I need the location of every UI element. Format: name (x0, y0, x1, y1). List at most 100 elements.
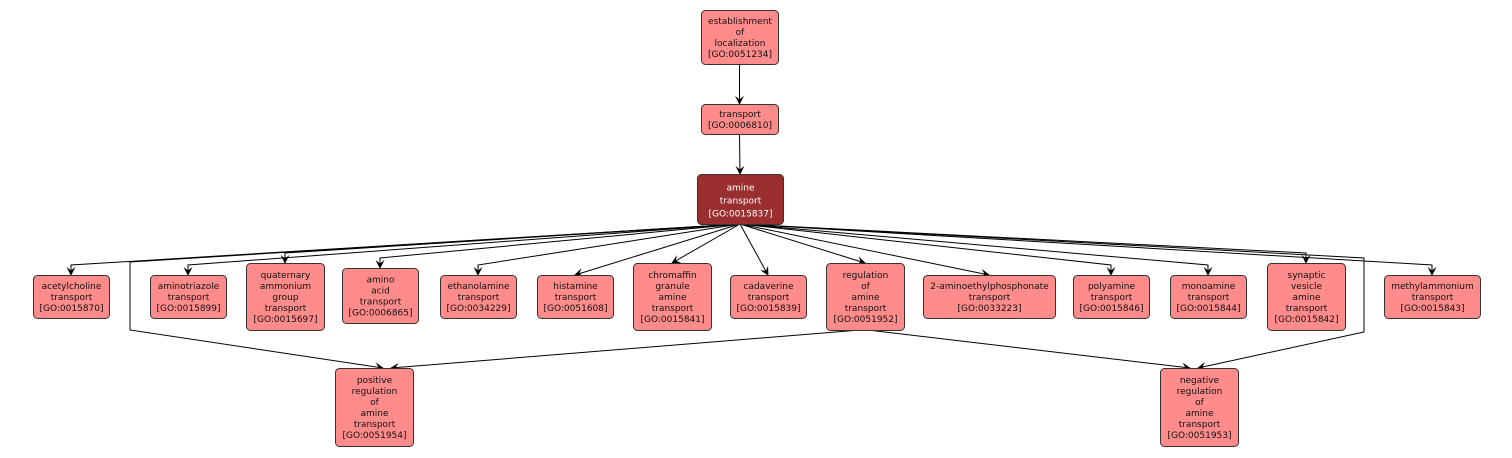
edge-GO0015837-to-GO0033223 (739, 223, 990, 278)
edge-GO0015837-to-GO0015844 (739, 223, 1213, 276)
node-box (701, 10, 779, 65)
node-go-id: [GO:0015839] (736, 304, 800, 314)
node-label-line: transport (458, 293, 500, 303)
node-label-line: negative (1180, 376, 1220, 386)
node-label-line: amine (1292, 293, 1320, 303)
node-label-line: transport (720, 197, 762, 207)
node-label-line: transport (1286, 304, 1328, 314)
edges-layer (66, 64, 1437, 372)
go-node-go0051954[interactable]: positiveregulationofaminetransport[GO:00… (335, 368, 414, 447)
node-label-line: transport (719, 110, 761, 120)
go-node-go0015697[interactable]: quaternaryammoniumgrouptransport[GO:0015… (246, 263, 325, 331)
node-label-line: methylammonium (1391, 282, 1474, 292)
node-label-line: regulation (843, 271, 889, 281)
node-label-line: ammonium (260, 282, 311, 292)
node-label-line: transport (1179, 420, 1221, 430)
node-label-line: transport (51, 293, 93, 303)
node-go-id: [GO:0015697] (253, 315, 317, 325)
node-box (826, 263, 905, 331)
node-label-line: transport (555, 293, 597, 303)
go-node-go0015842[interactable]: synapticvesicleaminetransport[GO:0015842… (1267, 263, 1346, 331)
node-label-line: amine (726, 184, 754, 194)
node-label-line: transport (354, 420, 396, 430)
node-box (440, 275, 517, 319)
go-node-go0033223[interactable]: 2-aminoethylphosphonatetransport[GO:0033… (923, 275, 1056, 319)
node-label-line: monoamine (1182, 282, 1236, 292)
node-label-line: ethanolamine (447, 282, 509, 292)
edge-GO0015837-to-GO0015841 (671, 223, 741, 264)
node-label-line: aminotriazole (158, 282, 220, 292)
node-label-line: polyamine (1088, 282, 1136, 292)
node-label-line: granule (655, 282, 690, 292)
node-box (342, 268, 419, 324)
node-label-line: 2-aminoethylphosphonate (930, 282, 1049, 292)
go-node-go0015841[interactable]: chromaffingranuleaminetransport[GO:00158… (633, 263, 712, 331)
node-label-line: transport (1188, 293, 1230, 303)
edge-GO0051952-to-GO0051953 (867, 329, 1191, 372)
node-label-line: group (272, 293, 298, 303)
node-label-line: amine (851, 293, 879, 303)
node-box (923, 275, 1056, 319)
node-label-line: amine (360, 409, 388, 419)
edge-GO0015837-to-GO0015697 (280, 223, 741, 264)
node-label-line: localization (715, 39, 766, 49)
edge-GO0015837-to-GO0015839 (739, 223, 769, 276)
node-box (335, 368, 414, 447)
node-label-line: of (861, 282, 871, 292)
node-go-id: [GO:0015899] (156, 304, 220, 314)
node-label-line: cadaverine (744, 282, 794, 292)
node-label-line: establishment (708, 17, 772, 27)
node-go-id: [GO:0015846] (1079, 304, 1143, 314)
edge-GO0015837-to-GO0051953 (741, 223, 1365, 371)
edge-GO0015837-to-GO0015842 (739, 223, 1311, 264)
node-label-line: chromaffin (648, 271, 696, 281)
node-label-line: amine (1185, 409, 1213, 419)
edge-GO0015837-to-GO0051608 (574, 223, 741, 277)
node-label-line: regulation (352, 387, 398, 397)
node-label-line: transport (969, 293, 1011, 303)
node-label-line: of (1195, 398, 1205, 408)
edge-GO0015837-to-GO0051954 (129, 223, 739, 372)
node-label-line: of (736, 28, 746, 38)
node-label-line: positive (357, 376, 393, 386)
node-box (633, 263, 712, 331)
edge-GO0051952-to-GO0051954 (390, 329, 861, 372)
node-label-line: acid (371, 287, 390, 297)
edge-GO0006810-to-GO0015837 (735, 133, 745, 175)
edge-GO0015837-to-GO0015899 (183, 223, 741, 276)
node-box (1384, 275, 1481, 319)
node-box (697, 174, 784, 225)
go-node-go0006810[interactable]: transport[GO:0006810] (701, 104, 779, 135)
node-box (1170, 275, 1247, 319)
node-go-id: [GO:0051234] (708, 50, 772, 60)
node-box (33, 275, 110, 319)
node-label-line: acetylcholine (42, 282, 102, 292)
node-box (537, 275, 614, 319)
node-box (246, 263, 325, 331)
node-go-id: [GO:0033223] (957, 304, 1021, 314)
node-label-line: histamine (553, 282, 598, 292)
node-go-id: [GO:0015842] (1274, 315, 1338, 325)
node-box (1073, 275, 1150, 319)
node-label-line: transport (168, 293, 210, 303)
edge-GO0015837-to-GO0015843 (739, 223, 1437, 276)
node-label-line: transport (1091, 293, 1133, 303)
node-label-line: vesicle (1291, 282, 1323, 292)
node-label-line: transport (845, 304, 887, 314)
go-node-go0051953[interactable]: negativeregulationofaminetransport[GO:00… (1160, 368, 1239, 447)
node-label-line: transport (748, 293, 790, 303)
edge-GO0015837-to-GO0006865 (375, 223, 741, 269)
